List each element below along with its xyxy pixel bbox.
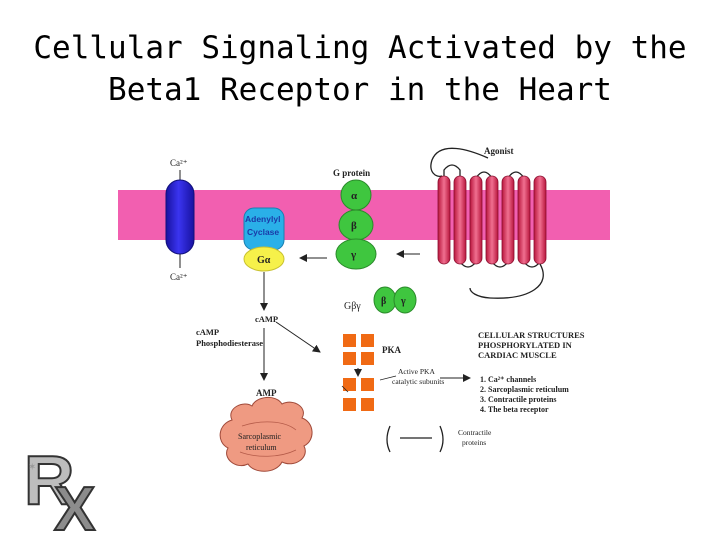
pka-label: PKA (382, 345, 401, 355)
calcium-bottom-label: Ca²⁺ (170, 272, 188, 282)
structure-item: 2. Sarcoplasmic reticulum (480, 385, 569, 394)
free-gamma (393, 286, 417, 314)
calcium-top-label: Ca²⁺ (170, 158, 188, 168)
slide-title-line-2: Beta1 Receptor in the Heart (108, 72, 612, 108)
g-protein-gamma-label: γ (350, 249, 356, 261)
rx-logo: R X ✶ (23, 440, 96, 540)
active-pka-label-1: Active PKA (398, 367, 435, 376)
free-beta-label: β (381, 296, 386, 307)
svg-text:X: X (54, 475, 95, 540)
active-pka-subunits (343, 378, 374, 411)
g-alpha-bound (243, 246, 285, 272)
g-protein-label: G protein (333, 168, 370, 178)
g-protein-gamma (335, 238, 377, 270)
beta1-receptor (430, 147, 547, 299)
contractile-label-1: Contractile (458, 428, 492, 437)
calcium-channel (165, 170, 195, 268)
adenylyl-label-1: Adenylyl (245, 214, 280, 224)
structures-heading-1: CELLULAR STRUCTURES (478, 330, 585, 340)
g-protein-alpha-label: α (351, 190, 358, 202)
structure-item: 3. Contractile proteins (480, 395, 557, 404)
sr-label-1: Sarcoplasmic (238, 432, 282, 441)
amp-label: AMP (256, 388, 277, 398)
adenylyl-label-2: Cyclase (247, 227, 279, 237)
structures-heading-3: CARDIAC MUSCLE (478, 350, 557, 360)
g-beta-gamma-label: Gβγ (344, 301, 361, 312)
contractile-label-2: proteins (462, 438, 486, 447)
camp-pde-label: cAMP (196, 327, 219, 337)
active-pka-label-2: catalytic subunits (392, 377, 444, 386)
g-protein-beta-label: β (351, 220, 357, 232)
phosphodiesterase-label: Phosphodiesterase (196, 338, 263, 348)
contractile-proteins-symbol (386, 425, 444, 453)
pka-holoenzyme (343, 334, 374, 365)
structure-item: 4. The beta receptor (480, 405, 549, 414)
free-gamma-label: γ (400, 296, 406, 307)
structures-heading-2: PHOSPHORYLATED IN (478, 340, 573, 350)
g-alpha-bound-label: Gα (257, 255, 271, 266)
svg-text:✶: ✶ (28, 462, 36, 473)
structure-item: 1. Ca²⁺ channels (480, 375, 536, 384)
svg-text:R: R (24, 441, 75, 519)
agonist-label: Agonist (484, 146, 514, 156)
camp-label: cAMP (255, 314, 278, 324)
slide-title-line-1: Cellular Signaling Activated by the (33, 30, 687, 66)
sr-label-2: reticulum (246, 443, 277, 452)
